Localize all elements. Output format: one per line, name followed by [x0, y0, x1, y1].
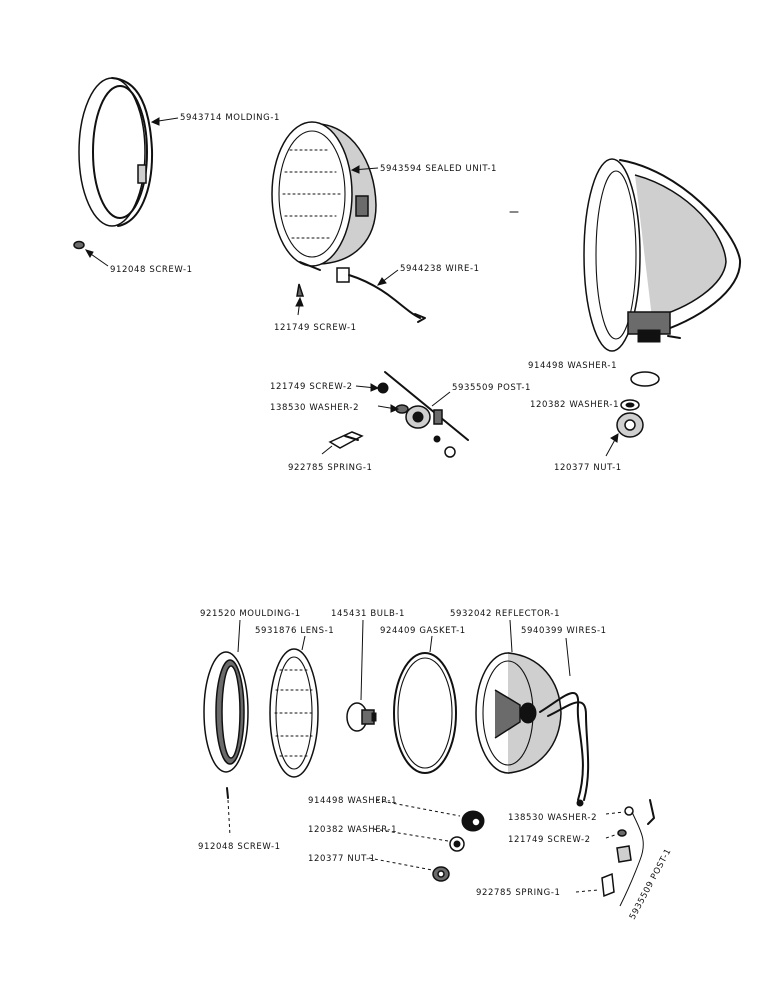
reflector	[475, 619, 562, 774]
label-washer-914498-bottom: 914498 WASHER-1	[308, 796, 397, 806]
label-screw-121749-2-top: 121749 SCREW-2	[270, 382, 353, 392]
sealed-unit	[271, 121, 377, 271]
label-bulb: 145431 BULB-1	[331, 609, 405, 619]
housing-shell	[583, 158, 742, 352]
moulding-ring	[203, 619, 249, 773]
wires	[539, 637, 590, 807]
label-post-top: 5935509 POST-1	[452, 383, 531, 393]
label-washer-120382-bottom: 120382 WASHER-1	[308, 825, 397, 835]
label-washer-138530-top: 138530 WASHER-2	[270, 403, 359, 413]
bulb	[346, 619, 377, 732]
sealed-unit-leader	[350, 165, 379, 174]
post-group-bottom	[575, 799, 655, 907]
label-post-bottom: 5935509 POST-1	[628, 847, 674, 922]
label-wires: 5940399 WIRES-1	[521, 626, 607, 636]
washer-120382-bottom	[373, 828, 465, 852]
label-reflector: 5932042 REFLECTOR-1	[450, 609, 560, 619]
nut-120377-bottom	[368, 857, 450, 882]
label-lens: 5931876 LENS-1	[255, 626, 334, 636]
label-moulding: 921520 MOULDING-1	[200, 609, 301, 619]
label-screw-912048-bottom: 912048 SCREW-1	[198, 842, 281, 852]
molding-ring	[78, 77, 154, 227]
lens	[269, 635, 319, 778]
molding-leader	[150, 117, 179, 126]
label-screw-121749-top: 121749 SCREW-1	[274, 323, 357, 333]
nut-120377-top	[605, 412, 644, 457]
label-screw-121749-bottom: 121749 SCREW-2	[508, 835, 591, 845]
label-molding: 5943714 MOLDING-1	[180, 113, 280, 123]
gasket	[393, 635, 457, 774]
wire	[336, 267, 426, 323]
washer-914498-top	[630, 371, 660, 387]
post-group-top	[355, 371, 469, 458]
screw-912048-bottom	[226, 787, 231, 837]
label-nut-120377-top: 120377 NUT-1	[554, 463, 622, 473]
wire-leader	[376, 269, 399, 286]
label-gasket: 924409 GASKET-1	[380, 626, 466, 636]
label-wire: 5944238 WIRE-1	[400, 264, 480, 274]
spring-922785-top	[321, 431, 364, 455]
label-sealed-unit: 5943594 SEALED UNIT-1	[380, 164, 497, 174]
label-spring-922785-bottom: 922785 SPRING-1	[476, 888, 561, 898]
washer-914498-bottom	[375, 799, 485, 832]
label-screw-912048-top: 912048 SCREW-1	[110, 265, 193, 275]
washer-120382-top	[620, 399, 640, 411]
screw-912048-top	[73, 240, 109, 267]
label-washer-138530-bottom: 138530 WASHER-2	[508, 813, 597, 823]
label-spring-922785-top: 922785 SPRING-1	[288, 463, 373, 473]
label-washer-914498-top: 914498 WASHER-1	[528, 361, 617, 371]
label-washer-120382-top: 120382 WASHER-1	[530, 400, 619, 410]
screw-121749-top	[295, 283, 305, 316]
label-nut-120377-bottom: 120377 NUT-1	[308, 854, 376, 864]
